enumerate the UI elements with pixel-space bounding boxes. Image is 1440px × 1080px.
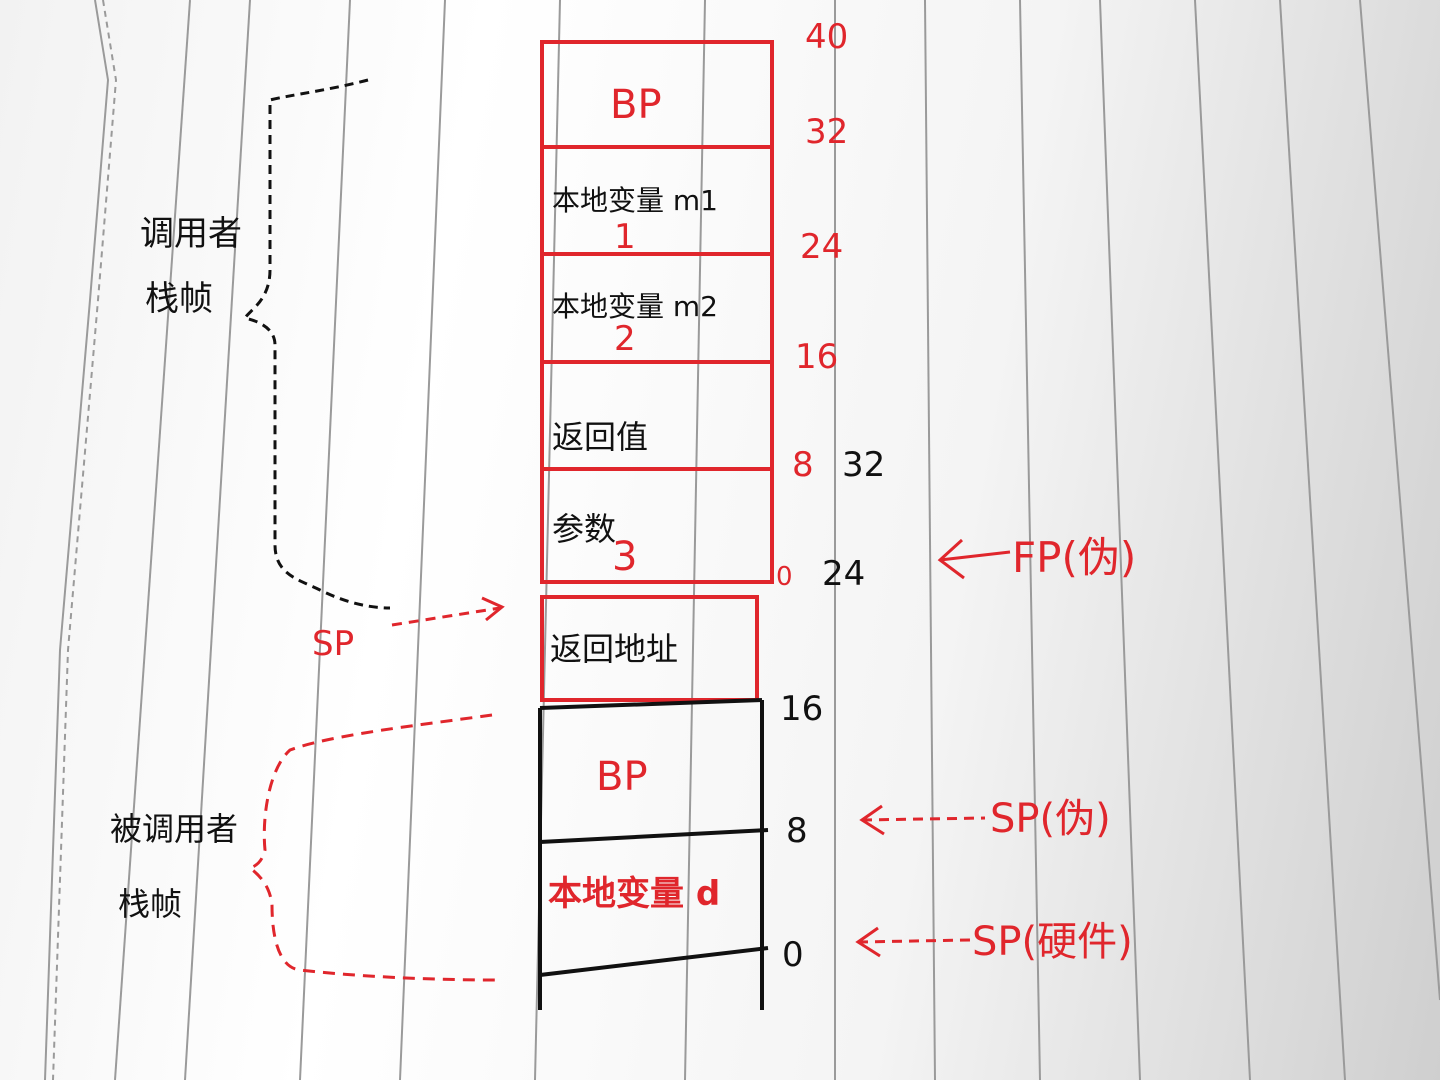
offset-red-40: 40 — [805, 17, 848, 57]
caller-cell-digit-1: 1 — [614, 217, 636, 257]
callee-frame-label-line2: 栈帧 — [118, 885, 182, 923]
paper-ruling — [44, 0, 1440, 1080]
caller-frame-label-line2: 栈帧 — [145, 279, 213, 319]
caller-cell-bp: BP — [610, 82, 662, 128]
offset-red-0: 0 — [776, 562, 793, 592]
fp-virtual-arrow — [937, 538, 1011, 580]
callee-cell-bp: BP — [596, 754, 648, 800]
sp-hardware-label: SP(硬件) — [972, 919, 1133, 965]
offset-black-32: 32 — [842, 445, 885, 485]
sp-left-label: SP — [312, 624, 354, 664]
caller-cell-local-m2: 本地变量 m2 — [552, 290, 718, 323]
sp-virtual-arrow — [859, 804, 986, 836]
offset-red-24: 24 — [800, 227, 843, 267]
callee-cell-local-d: 本地变量 d — [548, 874, 720, 914]
offset-red-16: 16 — [795, 337, 838, 377]
caller-cell-args: 参数 — [552, 510, 616, 548]
caller-cell-return-value: 返回值 — [552, 418, 648, 456]
caller-frame-bracket — [242, 78, 391, 610]
callee-frame-bracket — [246, 713, 496, 982]
caller-cell-digit-3: 3 — [612, 534, 637, 580]
offset-black-16: 16 — [780, 689, 823, 729]
offset-red-32: 32 — [805, 112, 848, 152]
callee-frame-stack — [538, 698, 769, 1010]
caller-frame-label-line1: 调用者 — [140, 214, 242, 254]
offset-black-24: 24 — [822, 554, 865, 594]
sp-hardware-arrow — [855, 926, 971, 958]
caller-cell-digit-2: 2 — [614, 319, 636, 359]
callee-frame-label-line1: 被调用者 — [110, 810, 238, 848]
sp-left-arrow — [391, 596, 505, 627]
offset-black-8: 8 — [786, 811, 808, 851]
caller-frame-stack — [540, 40, 774, 702]
offset-red-8: 8 — [792, 445, 814, 485]
caller-cell-local-m1: 本地变量 m1 — [552, 184, 718, 217]
offset-black-0: 0 — [782, 935, 804, 975]
sp-virtual-label: SP(伪) — [990, 796, 1111, 842]
fp-virtual-label: FP(伪) — [1012, 533, 1136, 582]
caller-cell-return-address: 返回地址 — [550, 630, 678, 668]
